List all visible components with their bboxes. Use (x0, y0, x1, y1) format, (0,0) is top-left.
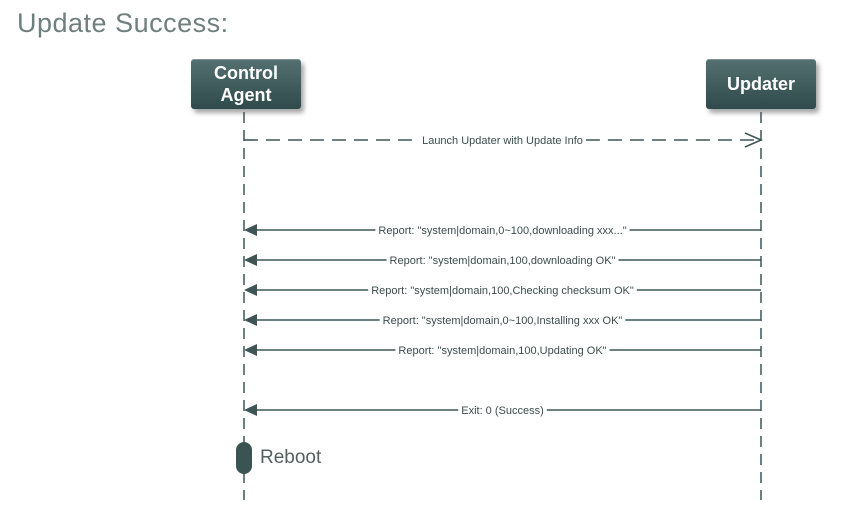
message-arrowhead (244, 224, 257, 236)
participant-label-line: Agent (220, 85, 272, 105)
message-arrowhead (244, 344, 257, 356)
message-arrowhead (244, 254, 257, 266)
message-label: Report: "system|domain,0~100,Installing … (383, 315, 623, 327)
activation-bar (236, 442, 252, 474)
message-label: Exit: 0 (Success) (461, 405, 544, 417)
participant-label-line: Updater (726, 74, 795, 94)
message-arrowhead (244, 314, 257, 326)
page-title: Update Success: (17, 8, 229, 38)
message-label: Launch Updater with Update Info (422, 135, 583, 147)
reboot-label: Reboot (260, 447, 322, 468)
participant-updater: Updater (706, 59, 816, 109)
message-arrowhead (244, 284, 257, 296)
participant-label-line: Control (214, 63, 278, 83)
message-arrowhead (744, 132, 763, 148)
message-label: Report: "system|domain,100,Updating OK" (398, 345, 606, 357)
message-label: Report: "system|domain,100,downloading O… (390, 255, 616, 267)
participant-control-agent: Control Agent (191, 59, 301, 109)
message-label: Report: "system|domain,100,Checking chec… (371, 285, 634, 297)
message-arrowhead (244, 404, 257, 416)
message-label: Report: "system|domain,0~100,downloading… (378, 225, 626, 237)
